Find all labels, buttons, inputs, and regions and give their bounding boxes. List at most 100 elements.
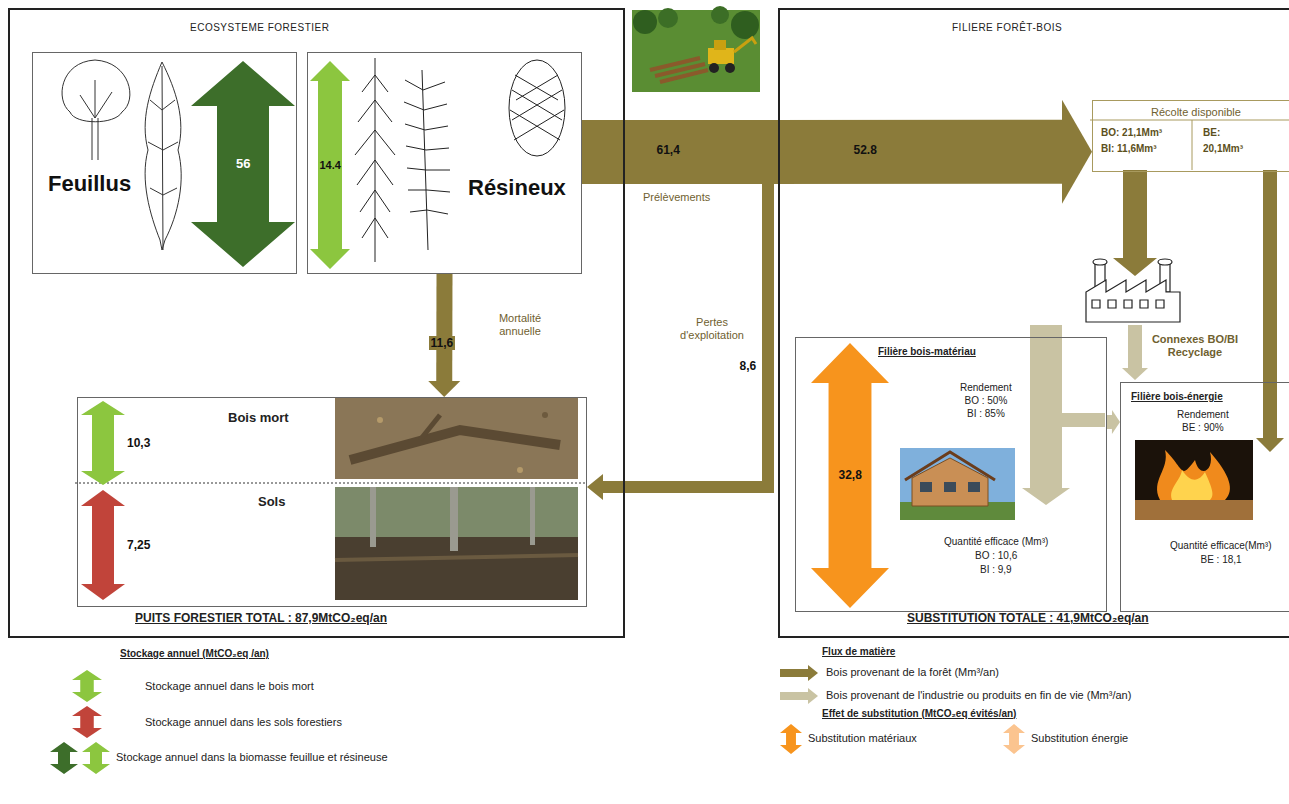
table-divider	[1192, 120, 1193, 170]
arrow-shape	[310, 61, 350, 269]
harvest-photo	[734, 38, 756, 52]
house-photo	[912, 458, 988, 506]
node-text: BI: 11,6Mm³	[1101, 143, 1157, 155]
legend-biomass-swatch	[82, 742, 110, 774]
dead-wood-photo	[542, 412, 548, 418]
legend-swatch	[72, 706, 102, 738]
legend-swatch	[1003, 724, 1025, 754]
node-text: BE : 18,1	[1201, 554, 1242, 566]
flow-label: Mortalité annuelle	[480, 312, 560, 338]
house-photo	[900, 448, 1015, 520]
dead-wood-photo	[377, 417, 383, 423]
flow-arrow	[428, 274, 460, 397]
factory-drawing	[1158, 259, 1172, 265]
node-text: BI : 85%	[967, 408, 1005, 420]
flow-arrow	[582, 120, 1062, 184]
soil-photo	[335, 555, 578, 560]
table-divider	[1090, 120, 1289, 121]
tree-box: 56Feuillus	[32, 52, 297, 274]
harvest-photo	[714, 40, 726, 50]
harvest-photo	[731, 11, 759, 39]
node-text: 14.4	[320, 159, 341, 172]
node-text: BO : 10,6	[975, 550, 1017, 562]
arrow-shape	[81, 401, 125, 485]
house-photo	[968, 482, 980, 492]
dead-wood-photo	[335, 398, 578, 479]
legend-biomass-swatch	[50, 742, 78, 774]
broadleaf-drawing	[62, 60, 130, 122]
harvest-photo	[725, 63, 735, 73]
divider-line	[75, 483, 585, 484]
energy-wood-arrow	[1256, 170, 1284, 452]
value-arrow: 32,8	[811, 343, 889, 608]
storage-box: 10,37,25Bois mortSols	[77, 397, 587, 607]
legend-heading: Stockage annuel (MtCO₂eq /an)	[120, 648, 269, 660]
conifer-drawing	[355, 75, 395, 238]
harvest-photo	[650, 58, 708, 82]
house-photo	[920, 482, 932, 492]
value-arrow: 14.4	[310, 61, 350, 269]
conifer-drawing	[404, 80, 450, 214]
node-text: 56	[236, 156, 250, 172]
flow-value: 52.8	[852, 143, 879, 157]
legend-swatch	[72, 706, 102, 738]
legend-text: Stockage annuel dans la biomasse feuillu…	[116, 751, 388, 764]
node-text: PUITS FORESTIER TOTAL : 87,9MtCO₂eq/an	[135, 611, 387, 625]
flow-label: Prélèvements	[643, 191, 710, 204]
legend-text: Stockage annuel dans les sols forestiers	[145, 716, 342, 729]
legend-swatch	[1003, 724, 1025, 754]
harvest-flow-arrow	[1113, 170, 1157, 276]
process-box: Filière bois-énergieRendementBE : 90%Qua…	[1120, 382, 1289, 612]
soil-photo	[450, 487, 458, 551]
dead-wood-photo	[517, 467, 523, 473]
flow-value: 8,6	[740, 359, 757, 373]
legend-swatch	[780, 688, 818, 704]
table-divider	[1090, 120, 1289, 170]
node-text: Récolte disponible	[1151, 106, 1241, 119]
byproduct-flow-arrow	[1122, 325, 1148, 380]
arrow-head	[1112, 410, 1120, 434]
legend-heading: Flux de matière	[822, 646, 895, 658]
legend-swatch	[780, 688, 818, 704]
arrow-shape	[81, 490, 125, 600]
legend-text: Bois provenant de l'industrie ou produit…	[826, 689, 1131, 702]
legend-swatch	[780, 724, 802, 754]
harvest-photo	[708, 48, 734, 64]
harvest-photo	[632, 6, 760, 92]
process-box: 32,8Filière bois-matériauRendementBO : 5…	[795, 337, 1107, 612]
node-text: Quantité efficace (Mm³)	[944, 536, 1048, 548]
house-photo	[900, 448, 1015, 520]
legend-swatch	[72, 670, 102, 702]
harvest-table: Récolte disponibleBO: 21,1Mm³BI: 11,6Mm³…	[1092, 100, 1289, 172]
fire-photo	[1135, 500, 1253, 520]
dead-wood-photo	[420, 415, 440, 440]
legend-text: Substitution énergie	[1031, 732, 1128, 745]
broadleaf-drawing	[145, 62, 181, 250]
flow-arrow	[1107, 410, 1120, 434]
harvest-photo	[633, 10, 657, 34]
legend-text: Bois provenant de la forêt (Mm³/an)	[826, 666, 999, 679]
broadleaf-drawing	[80, 80, 112, 118]
arrow-head	[1062, 100, 1092, 204]
flow-value: 11,6	[429, 336, 456, 350]
node-text: Quantité efficace(Mm³)	[1170, 540, 1272, 552]
conifer-drawing	[355, 58, 565, 262]
legend-swatch	[72, 670, 102, 702]
node-text: Bois mort	[228, 410, 289, 426]
region-panel: Récolte disponibleBO: 21,1Mm³BI: 11,6Mm³…	[778, 8, 1289, 638]
industry-flow-arrow	[1022, 325, 1105, 505]
node-text: 7,25	[127, 538, 150, 552]
node-text: FILIERE FORÊT-BOIS	[952, 22, 1062, 34]
flow-arrow	[582, 100, 1092, 204]
harvest-photo	[658, 8, 678, 28]
flow-label: Pertes d'exploitation	[670, 316, 754, 342]
node-text: Filière bois-énergie	[1131, 391, 1223, 403]
loss-flow-arrow	[587, 182, 774, 500]
tree-box: 14.4Résineux	[307, 52, 582, 274]
soil-photo	[370, 487, 376, 547]
arrow-head	[428, 381, 460, 397]
node-text: ECOSYSTEME FORESTIER	[190, 22, 329, 34]
conifer-drawing	[510, 75, 564, 140]
node-text: Feuillus	[48, 171, 131, 197]
soil-photo	[335, 487, 578, 600]
